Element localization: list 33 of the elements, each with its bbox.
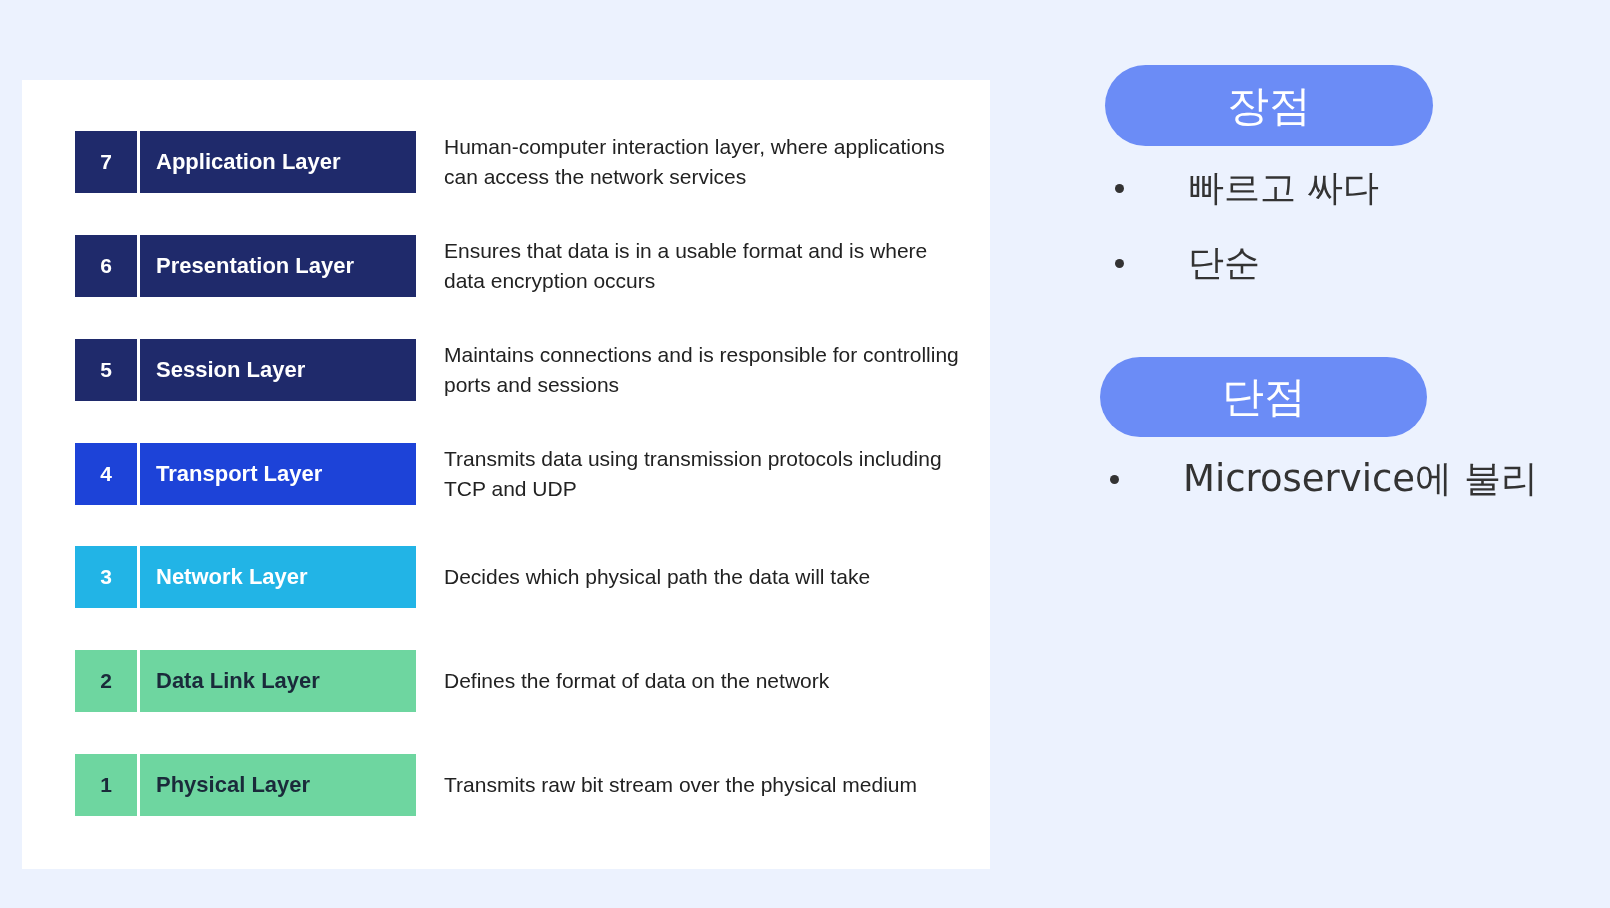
layer-name: Data Link Layer xyxy=(137,650,416,712)
layer-number: 4 xyxy=(99,461,113,487)
layer-description: Defines the format of data on the network xyxy=(444,667,830,694)
bullet-text: 단순 xyxy=(1188,240,1260,285)
layer-bar xyxy=(75,235,416,297)
layer-description: Decides which physical path the data will take xyxy=(444,563,871,590)
layer-name: Network Layer xyxy=(137,546,416,608)
layer-bar xyxy=(75,443,416,505)
layer-description: Human-computer interaction layer, where applications can access the network services xyxy=(444,133,946,190)
layer-description: Ensures that data is in a usable format and is where data encryption occurs xyxy=(444,237,929,294)
layer-bar xyxy=(75,339,416,401)
layer-name: Physical Layer xyxy=(137,754,416,816)
layer-bar xyxy=(75,546,416,608)
layer-name: Application Layer xyxy=(137,131,416,193)
layer-name: Session Layer xyxy=(137,339,416,401)
layer-description: Transmits data using transmission protocols including TCP and UDP xyxy=(444,445,943,502)
layer-number: 3 xyxy=(99,564,113,590)
layer-bar xyxy=(75,754,416,816)
heading-pill: 장점 xyxy=(1105,65,1433,146)
layer-number: 7 xyxy=(99,149,113,175)
layer-name: Presentation Layer xyxy=(137,235,416,297)
layer-name: Transport Layer xyxy=(137,443,416,505)
layer-number: 1 xyxy=(99,772,113,798)
layer-bar xyxy=(75,650,416,712)
layer-description: Transmits raw bit stream over the physical medium xyxy=(444,771,918,798)
layer-bar xyxy=(75,131,416,193)
layer-number: 5 xyxy=(99,357,113,383)
layer-description: Maintains connections and is responsible for controlling ports and sessions xyxy=(444,341,960,398)
heading-pill: 단점 xyxy=(1100,357,1427,437)
bullet-text: Microservice에 불리 xyxy=(1183,456,1538,502)
bullet-text: 빠르고 싸다 xyxy=(1188,165,1380,210)
layer-number: 2 xyxy=(99,668,113,694)
layer-number: 6 xyxy=(99,253,113,279)
